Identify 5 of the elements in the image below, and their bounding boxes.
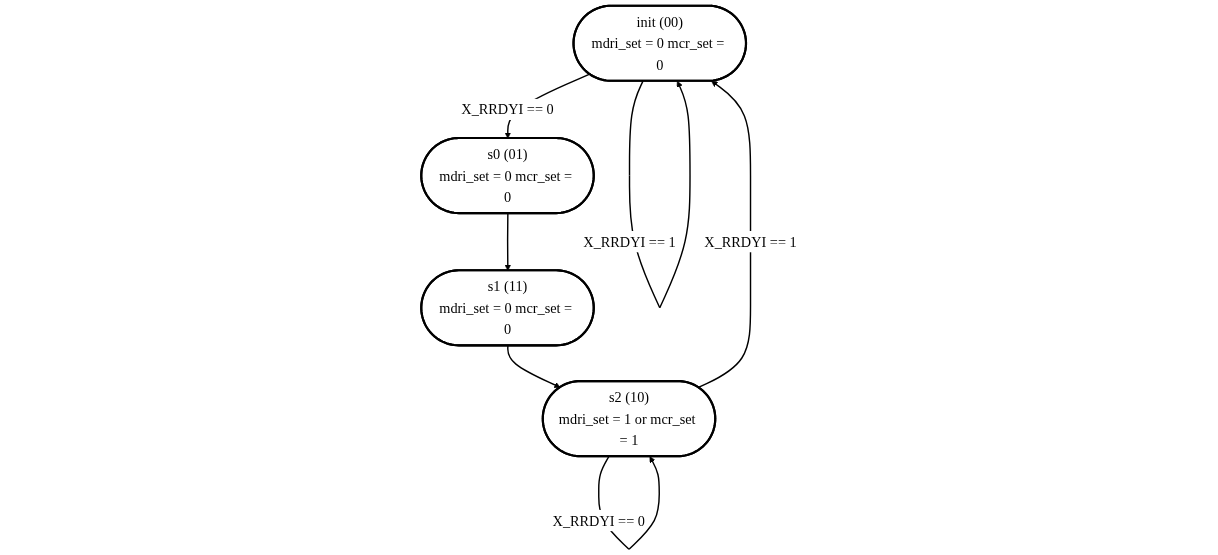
edge-label: X_RRDYI == 1 (583, 233, 676, 250)
arrow (697, 80, 752, 389)
edge-label: X_RRDYI == 0 (461, 101, 554, 118)
edge-label: X_RRDYI == 1 (704, 233, 797, 250)
edge-label: X_RRDYI == 0 (552, 512, 645, 529)
